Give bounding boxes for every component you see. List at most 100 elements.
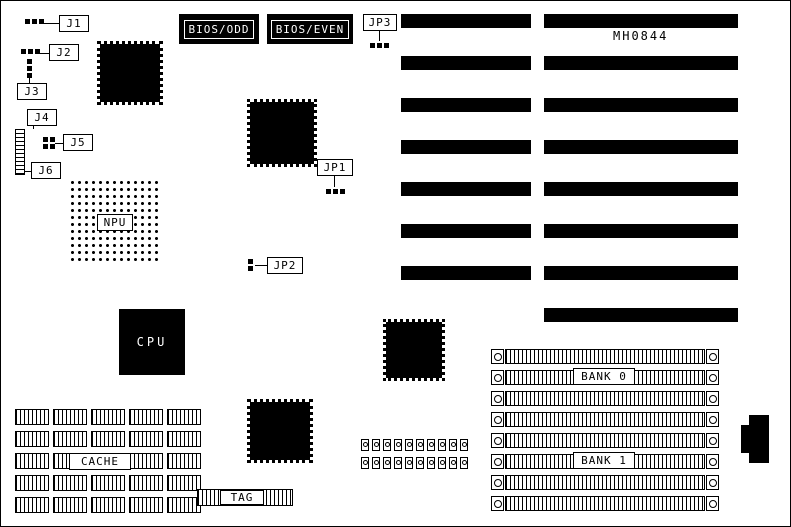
simm-end-cap (491, 391, 504, 406)
j2-jumper-pins (21, 49, 40, 54)
part-number-label: MH0844 (613, 29, 669, 43)
component-cell (383, 439, 391, 451)
simm-socket-body (505, 475, 705, 490)
simm-socket (491, 475, 719, 490)
cache-chip (129, 409, 163, 425)
jumper-label-j3: J3 (17, 83, 47, 100)
qfp-chip-mid-right (383, 319, 445, 381)
simm-socket-body (505, 412, 705, 427)
simm-socket (491, 433, 719, 448)
cache-chip (53, 475, 87, 491)
component-cell (438, 457, 446, 469)
cache-chip (53, 431, 87, 447)
bios-even-chip: BIOS/EVEN (267, 14, 353, 44)
j5-jumper-pins (43, 137, 55, 149)
component-cell (405, 457, 413, 469)
cache-chip (15, 409, 49, 425)
simm-end-cap (706, 370, 719, 385)
simm-end-cap (706, 412, 719, 427)
cache-chip (129, 431, 163, 447)
jumper-label-j6: J6 (31, 162, 61, 179)
bios-odd-label: BIOS/ODD (183, 19, 255, 39)
jumper-pin (50, 144, 55, 149)
jumper-pin (370, 43, 375, 48)
simm-end-cap (706, 475, 719, 490)
bios-odd-chip: BIOS/ODD (179, 14, 259, 44)
isa-slot-segment-short (401, 266, 531, 280)
simm-end-cap (491, 475, 504, 490)
cache-chip (15, 453, 49, 469)
isa-slot-segment-long (544, 98, 738, 112)
leader-line (25, 171, 31, 172)
component-cell (460, 439, 468, 451)
bank1-label: BANK 1 (573, 452, 635, 469)
jumper-pin (21, 49, 26, 54)
jumper-pin (27, 73, 32, 78)
isa-slot-segment-long (544, 224, 738, 238)
jumper-pin (27, 66, 32, 71)
simm-end-cap (491, 349, 504, 364)
component-cell (416, 439, 424, 451)
cache-chip (91, 409, 125, 425)
component-cell (427, 439, 435, 451)
cache-chip (129, 475, 163, 491)
simm-end-cap (491, 370, 504, 385)
cache-chip (91, 431, 125, 447)
cache-chip (15, 431, 49, 447)
jumper-pin (384, 43, 389, 48)
component-row (361, 457, 468, 469)
simm-end-cap (706, 391, 719, 406)
simm-socket-body (505, 496, 705, 511)
cache-chip (167, 431, 201, 447)
keyboard-connector (749, 415, 769, 463)
leader-line (29, 78, 30, 83)
jumper-pin (43, 144, 48, 149)
simm-end-cap (706, 454, 719, 469)
jumper-pin (32, 19, 37, 24)
cache-chip (129, 497, 163, 513)
leader-line (44, 23, 59, 24)
cache-chip (91, 475, 125, 491)
cache-chip (91, 497, 125, 513)
jumper-pin (27, 59, 32, 64)
isa-slot-segment-short (401, 98, 531, 112)
jp2-jumper-pins (248, 259, 253, 271)
cache-chip (15, 497, 49, 513)
simm-socket-body (505, 349, 705, 364)
isa-slot-segment-short (401, 182, 531, 196)
jumper-pin (333, 189, 338, 194)
simm-socket-body (505, 391, 705, 406)
isa-slot-segment-long (544, 56, 738, 70)
cache-chip (53, 497, 87, 513)
simm-area (491, 349, 719, 517)
jp3-jumper-pins (370, 43, 389, 48)
component-cell (438, 439, 446, 451)
isa-slot-segment-long (544, 140, 738, 154)
bank0-label: BANK 0 (573, 368, 635, 385)
simm-end-cap (491, 454, 504, 469)
j4-header-strip (15, 129, 25, 175)
leader-line (379, 31, 380, 41)
isa-column-right (544, 14, 738, 322)
component-cell (427, 457, 435, 469)
jumper-pin (35, 49, 40, 54)
component-cell (405, 439, 413, 451)
isa-column-left (401, 14, 531, 280)
jumper-label-j2: J2 (49, 44, 79, 61)
jumper-pin (248, 259, 253, 264)
component-cell (372, 439, 380, 451)
bios-even-label: BIOS/EVEN (270, 19, 350, 39)
simm-socket-body (505, 433, 705, 448)
simm-end-cap (706, 496, 719, 511)
simm-end-cap (491, 412, 504, 427)
component-cell (449, 439, 457, 451)
component-cell (372, 457, 380, 469)
simm-socket (491, 349, 719, 364)
leader-line (33, 126, 34, 129)
component-cell (361, 457, 369, 469)
leader-line (334, 176, 335, 187)
component-row (361, 439, 468, 451)
simm-socket (491, 412, 719, 427)
component-cell (361, 439, 369, 451)
